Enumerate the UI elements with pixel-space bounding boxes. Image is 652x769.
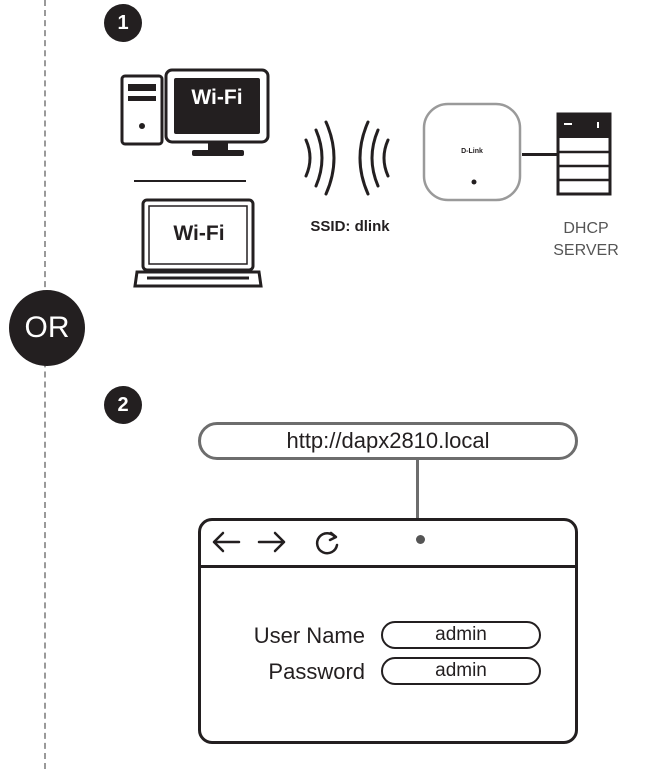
connector-dot bbox=[416, 535, 425, 544]
url-bar[interactable]: http://dapx2810.local bbox=[198, 422, 578, 460]
dhcp-label-line2: SERVER bbox=[553, 242, 619, 259]
refresh-icon[interactable] bbox=[313, 529, 341, 557]
password-label: Password bbox=[268, 659, 365, 684]
step-2-badge: 2 bbox=[104, 386, 142, 424]
ap-server-link bbox=[522, 153, 558, 156]
ssid-label: SSID: dlink bbox=[310, 218, 390, 235]
dhcp-server-label: DHCP SERVER bbox=[538, 218, 634, 262]
username-label: User Name bbox=[253, 623, 365, 648]
access-point-icon bbox=[422, 102, 522, 202]
url-connector-line bbox=[416, 460, 419, 534]
monitor-wifi-label: Wi-Fi bbox=[191, 86, 243, 109]
username-field[interactable]: admin bbox=[381, 621, 541, 649]
dashed-divider bbox=[44, 0, 46, 769]
browser-toolbar bbox=[201, 521, 575, 568]
laptop-icon bbox=[133, 198, 263, 288]
device-divider bbox=[134, 180, 246, 182]
laptop-wifi-label: Wi-Fi bbox=[173, 222, 225, 245]
browser-window: User Name admin Password admin bbox=[198, 518, 578, 744]
wifi-signal-icon bbox=[304, 120, 390, 196]
step-1-badge: 1 bbox=[104, 4, 142, 42]
desktop-computer-icon bbox=[120, 68, 270, 156]
password-field[interactable]: admin bbox=[381, 657, 541, 685]
dhcp-label-line1: DHCP bbox=[563, 220, 609, 237]
back-arrow-icon[interactable] bbox=[211, 531, 241, 553]
ap-brand-label: D-Link bbox=[461, 148, 483, 155]
server-icon bbox=[556, 112, 612, 196]
forward-arrow-icon[interactable] bbox=[257, 531, 287, 553]
or-badge: OR bbox=[9, 290, 85, 366]
